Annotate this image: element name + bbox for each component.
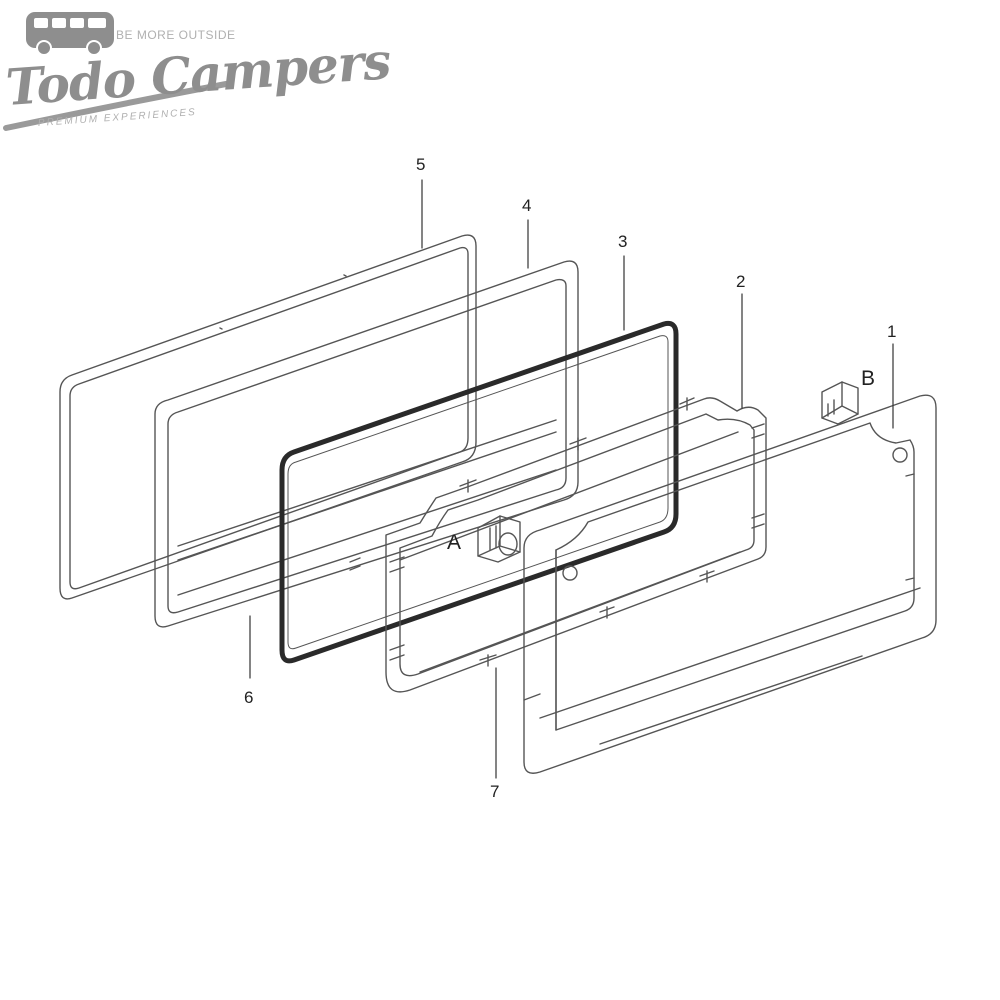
callout-1: 1: [887, 322, 897, 341]
part-5-outer-frame: [59, 234, 477, 600]
leader-lines: [249, 179, 894, 779]
callout-5: 5: [416, 155, 426, 174]
callout-a: A: [447, 531, 462, 554]
part-3-seal-gasket: [279, 321, 679, 664]
van-icon: [3, 12, 229, 131]
part-a-clip: [477, 515, 521, 563]
part-4-inner-frame: [154, 260, 579, 628]
callout-3: 3: [618, 232, 628, 251]
part-1-front-frame: [523, 394, 937, 774]
brand-tagline: BE MORE OUTSIDE: [116, 28, 236, 42]
brand-logo: BE MORE OUTSIDE Todo Campers PREMIUM EXP…: [0, 0, 392, 150]
callout-6: 6: [244, 688, 254, 707]
callout-b: B: [861, 367, 876, 390]
part-b-clip: [821, 381, 859, 425]
callout-7: 7: [490, 782, 500, 801]
part-2-mounting-frame: [349, 397, 767, 693]
callout-4: 4: [522, 196, 532, 215]
callout-2: 2: [736, 272, 746, 291]
